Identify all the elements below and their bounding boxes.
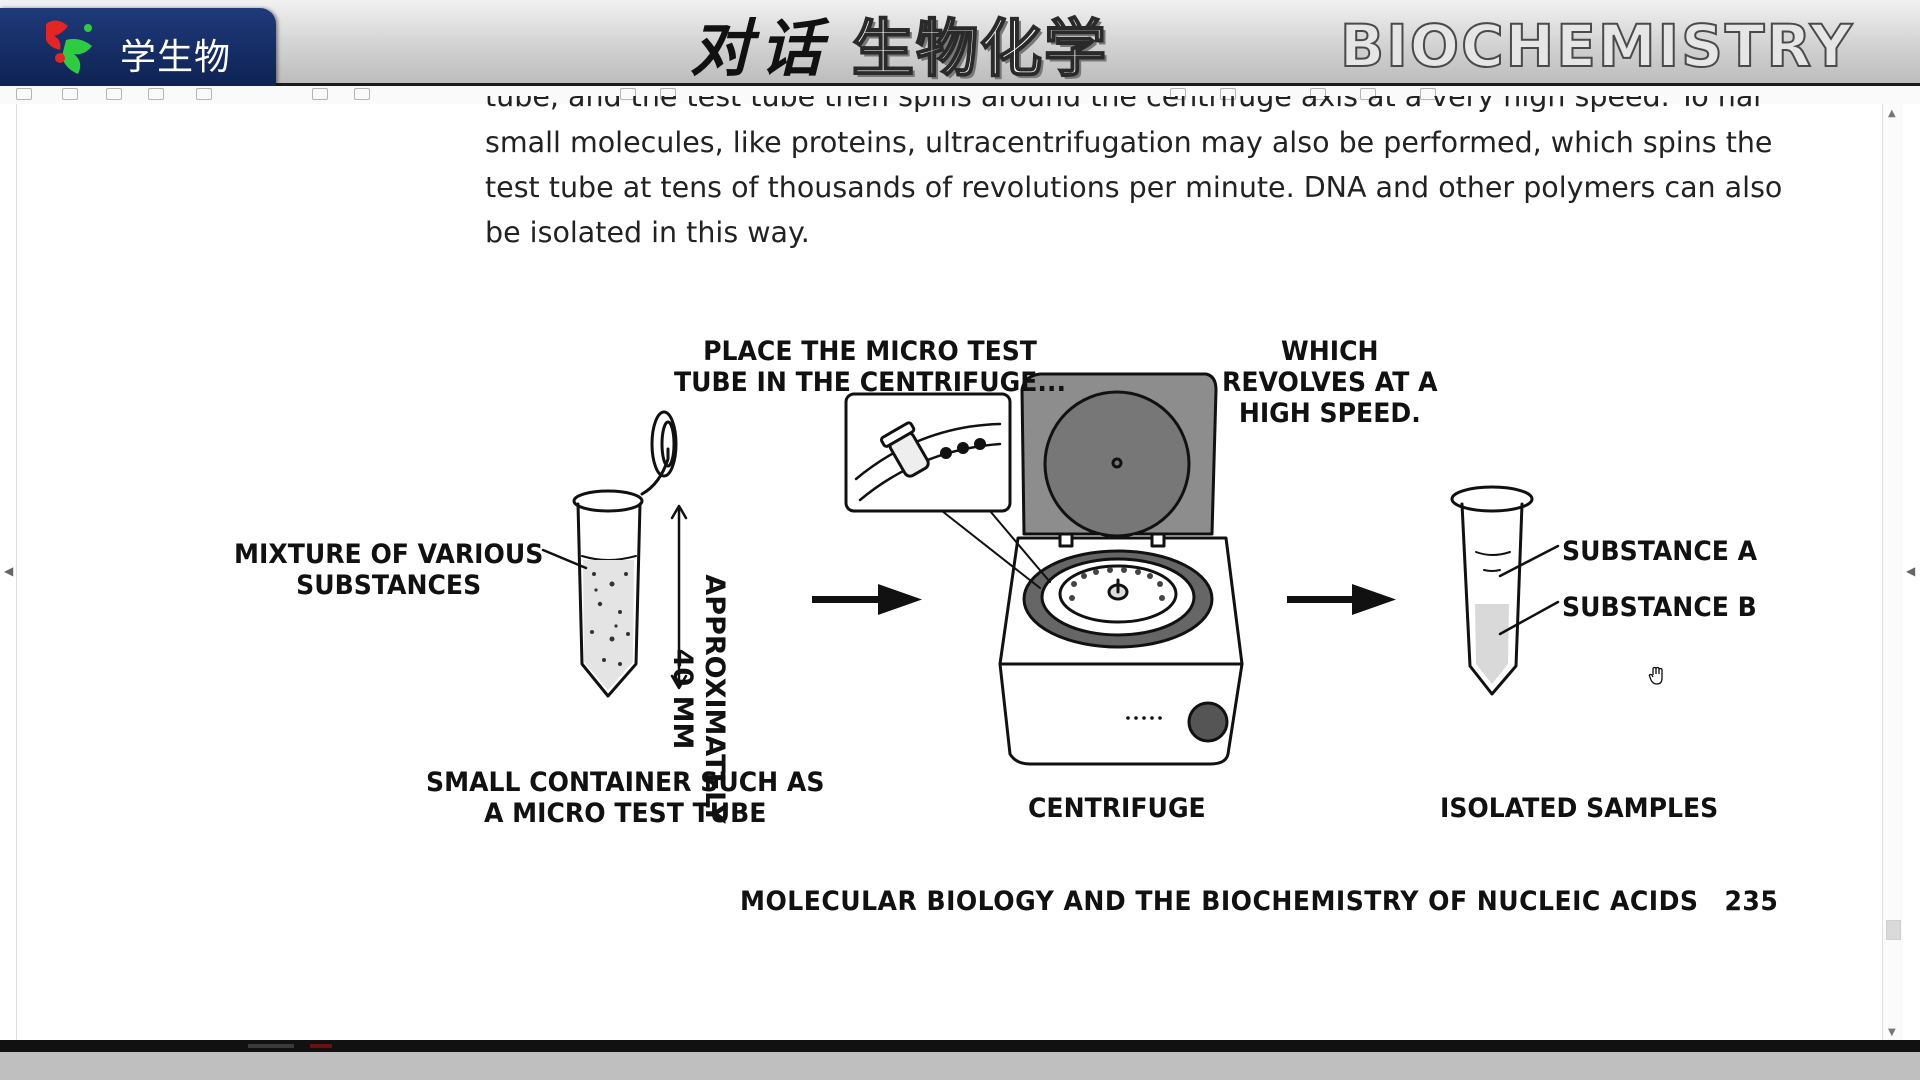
banner-english-title: BIOCHEMISTRY — [1339, 11, 1854, 81]
toolbar-icon[interactable] — [1170, 88, 1186, 100]
paragraph-line: test tube at tens of thousands of revolu… — [485, 171, 1783, 204]
collapse-right-icon[interactable]: ◀ — [1906, 564, 1916, 578]
paragraph-line: be isolated in this way. — [485, 216, 810, 249]
label-centrifuge: CENTRIFUGE — [1028, 793, 1206, 824]
scroll-thumb[interactable] — [1886, 920, 1901, 940]
label-isolated-samples: ISOLATED SAMPLES — [1440, 793, 1719, 824]
page-number: 235 — [1724, 886, 1779, 917]
scroll-up-icon[interactable]: ▲ — [1888, 108, 1896, 119]
channel-tab: 学生物 — [0, 8, 276, 86]
document-viewport[interactable]: ◀ ◀ ▲ ▼ tube, and the test tube then spi… — [0, 96, 1920, 1040]
centrifuge-drawing — [844, 372, 1244, 766]
search-icon[interactable] — [196, 88, 212, 100]
status-bar — [0, 1052, 1920, 1080]
mixture-particles — [590, 572, 630, 666]
page-edge — [16, 104, 17, 1040]
collapse-left-icon[interactable]: ◀ — [4, 564, 14, 578]
centrifuge-details — [940, 438, 1165, 720]
zoom-out-icon[interactable] — [312, 88, 328, 100]
paragraph-line: tube, and the test tube then spins aroun… — [485, 96, 1765, 113]
toolbar-icon[interactable] — [660, 88, 676, 100]
isolated-tube-drawing — [1450, 485, 1560, 696]
channel-logo-icon — [46, 20, 92, 74]
hand-cursor-icon — [1648, 666, 1663, 685]
label-substance-b: SUBSTANCE B — [1562, 592, 1757, 623]
zoom-in-icon[interactable] — [354, 88, 370, 100]
banner-title: 对话 生物化学 — [690, 6, 1108, 86]
caption-place-tube: PLACE THE MICRO TEST TUBE IN THE CENTRIF… — [674, 336, 1067, 398]
paragraph-line: small molecules, like proteins, ultracen… — [485, 126, 1773, 159]
banner-title-part2: 生物化学 — [851, 11, 1109, 86]
label-mixture: MIXTURE OF VARIOUS SUBSTANCES — [234, 539, 544, 601]
progress-marker — [310, 1044, 332, 1048]
label-substance-a: SUBSTANCE A — [1562, 536, 1758, 567]
mail-icon[interactable] — [148, 88, 164, 100]
toolbar-icon[interactable] — [16, 88, 32, 100]
chapter-title: MOLECULAR BIOLOGY AND THE BIOCHEMISTRY O… — [740, 886, 1699, 917]
video-progress-bar[interactable] — [0, 1040, 1920, 1052]
toolbar-icon[interactable] — [620, 88, 636, 100]
banner-title-part1: 对话 — [690, 12, 831, 85]
flow-arrow-1 — [812, 584, 922, 615]
micro-test-tube-drawing — [572, 410, 678, 698]
toolbar-icon[interactable] — [1420, 88, 1436, 100]
toolbar-icon[interactable] — [1220, 88, 1236, 100]
label-small-container: SMALL CONTAINER SUCH AS A MICRO TEST TUB… — [426, 767, 825, 829]
flow-arrow-2 — [1287, 584, 1396, 615]
toolbar-icon[interactable] — [1360, 88, 1376, 100]
toolbar-icon[interactable] — [1310, 88, 1326, 100]
channel-name: 学生物 — [120, 37, 232, 78]
page-footer: MOLECULAR BIOLOGY AND THE BIOCHEMISTRY O… — [740, 886, 1778, 917]
scroll-down-icon[interactable]: ▼ — [1888, 1027, 1896, 1038]
vertical-scrollbar[interactable]: ▲ ▼ — [1882, 104, 1903, 1040]
centrifuge-illustration — [541, 372, 1560, 766]
body-paragraph: tube, and the test tube then spins aroun… — [485, 96, 1783, 255]
caption-revolves: WHICH REVOLVES AT A HIGH SPEED. — [1222, 336, 1438, 429]
channel-banner: 学生物 对话 生物化学 BIOCHEMISTRY — [0, 0, 1920, 86]
bookmark-icon[interactable] — [62, 88, 78, 100]
progress-segment — [248, 1044, 294, 1048]
print-icon[interactable] — [106, 88, 122, 100]
